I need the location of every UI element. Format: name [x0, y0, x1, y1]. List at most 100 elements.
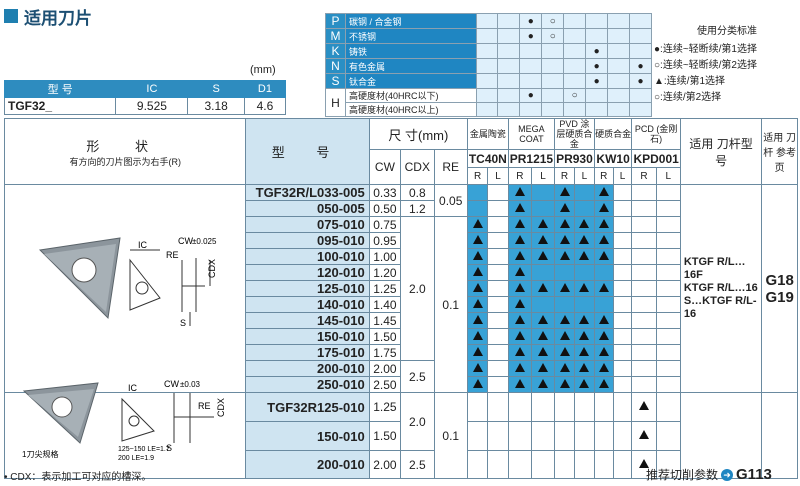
insert-model: 250-010 [245, 376, 370, 393]
grade-mark [497, 58, 521, 74]
triangle-icon [472, 314, 483, 324]
cw-tol: ±0.025 [192, 237, 217, 246]
grade-cell [507, 312, 532, 329]
grade-cell [631, 200, 657, 217]
grade-cell [655, 184, 681, 201]
cw-value: 1.25 [368, 280, 402, 297]
grade-cell [573, 421, 595, 451]
grade-cell [593, 450, 614, 479]
grade-cell [530, 360, 556, 377]
cw-label: CW [164, 379, 179, 389]
triangle-icon [559, 346, 570, 356]
triangle-icon [579, 218, 590, 228]
dims-header: S [187, 80, 245, 98]
triangle-icon [514, 234, 525, 244]
triangle-icon [559, 202, 570, 212]
insert-model: 145-010 [245, 312, 370, 329]
insert-model: 150-010 [245, 328, 370, 345]
grade-cell [612, 200, 633, 217]
ref-page: G18 [765, 271, 794, 289]
ref-cell [761, 392, 798, 479]
grade-cell [655, 360, 681, 377]
grade-cell [573, 376, 595, 393]
grade-mark: ○ [563, 88, 587, 103]
cw-value: 1.45 [368, 312, 402, 329]
cdx-header: CDX [400, 149, 435, 185]
legend-item: ●:连续~轻断续/第1选择 [654, 44, 757, 55]
s-label: S [180, 318, 186, 328]
grade-cell [507, 232, 532, 249]
ic-label: IC [128, 383, 138, 393]
grade-cell [631, 216, 657, 233]
grade-cell [573, 232, 595, 249]
grade-cell [593, 344, 614, 361]
grade-cell [487, 296, 509, 313]
grade-cell [573, 296, 595, 313]
grade-cell [573, 450, 595, 479]
grade-cell [655, 248, 681, 265]
grade-cell [631, 264, 657, 281]
cutting-params-link[interactable]: 推荐切削参数 ➜ G113 [646, 466, 772, 483]
grade-cell [612, 232, 633, 249]
grade-cell [554, 296, 575, 313]
insert-model: 120-010 [245, 264, 370, 281]
cw-value: 1.20 [368, 264, 402, 281]
dims-table: 型 号 IC S D1 TGF32_ 9.525 3.18 4.6 [3, 80, 287, 115]
grade-cell [466, 328, 489, 345]
grade-mark: ● [585, 58, 609, 74]
grade-cell [593, 421, 614, 451]
grade-name: TC40N [466, 149, 509, 168]
grade-name: KW10 [593, 149, 633, 168]
grade-cell [530, 200, 556, 217]
grade-group-top: 硬质合金 [593, 118, 633, 150]
grade-cell [573, 216, 595, 233]
dims-header: IC [115, 80, 189, 98]
grade-mark [629, 102, 652, 117]
grade-mark: ● [519, 88, 543, 103]
triangle-icon [514, 218, 525, 228]
grade-cell [593, 328, 614, 345]
material-desc: 高硬度材(40HRC以下) [344, 88, 477, 103]
triangle-icon [639, 458, 649, 468]
triangle-icon [598, 362, 609, 372]
grade-cell [487, 392, 509, 422]
unit-label: (mm) [250, 64, 276, 76]
cdx-value: 1.2 [400, 200, 435, 217]
grade-cell [507, 184, 532, 201]
grade-mark [607, 28, 631, 44]
grade-cell [554, 200, 575, 217]
triangle-icon [559, 314, 570, 324]
grade-cell [593, 216, 614, 233]
cw-value: 0.50 [368, 200, 402, 217]
hand-r: R [631, 167, 657, 185]
grade-mark [607, 43, 631, 59]
insert-model: 125-010 [245, 280, 370, 297]
grade-cell [612, 392, 633, 422]
grade-mark [585, 28, 609, 44]
triangle-icon [598, 330, 609, 340]
triangle-icon [559, 218, 570, 228]
hand-r: R [593, 167, 614, 185]
cw-value: 2.50 [368, 376, 402, 393]
re-header: RE [433, 149, 468, 185]
grade-mark [519, 58, 543, 74]
triangle-icon [514, 186, 525, 196]
triangle-icon [514, 266, 525, 276]
material-desc: 铸铁 [344, 43, 477, 59]
grade-mark [541, 88, 565, 103]
triangle-icon [579, 330, 590, 340]
triangle-icon [472, 330, 483, 340]
cw-value: 1.40 [368, 296, 402, 313]
material-category: M [325, 28, 346, 44]
grade-cell [466, 296, 489, 313]
triangle-icon [579, 378, 590, 388]
hand-l: L [612, 167, 633, 185]
grade-cell [655, 312, 681, 329]
cdx-value: 2.0 [400, 216, 435, 361]
grade-cell [487, 200, 509, 217]
